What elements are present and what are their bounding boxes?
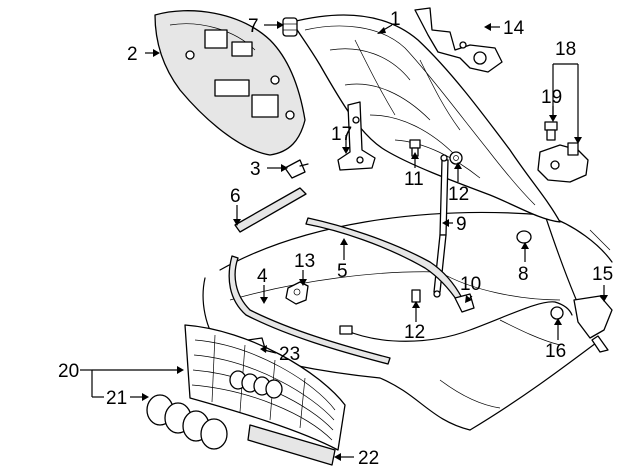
hood-latch [414, 7, 503, 73]
arrowheads [142, 21, 608, 461]
callout-3: 3 [250, 159, 261, 180]
callout-13: 13 [294, 251, 315, 272]
bolt-19 [544, 121, 558, 141]
callout-16: 16 [545, 341, 566, 362]
callout-4: 4 [257, 266, 268, 287]
callout-labels: 1 2 3 4 5 6 7 8 9 10 11 12 12 13 14 15 1… [58, 9, 613, 469]
callout-5: 5 [337, 261, 348, 282]
callout-6: 6 [230, 186, 241, 207]
hood-stop [285, 281, 309, 305]
seal-6 [234, 187, 307, 233]
clip-7 [282, 17, 298, 37]
hood-insulator [154, 10, 306, 156]
callout-12b: 12 [404, 322, 425, 343]
nameplate [247, 424, 336, 466]
push-pin-3 [284, 159, 309, 179]
callout-17: 17 [331, 124, 352, 145]
callout-8: 8 [518, 264, 529, 285]
callout-10: 10 [460, 274, 481, 295]
callout-7: 7 [248, 16, 259, 37]
grommet-12-upper [449, 151, 463, 165]
release-cable [339, 301, 573, 342]
gas-strut [433, 154, 449, 298]
callout-12a: 12 [448, 184, 469, 205]
hood-hinge [337, 101, 376, 171]
callout-15: 15 [592, 264, 613, 285]
callout-11: 11 [404, 169, 424, 190]
callout-14: 14 [503, 18, 525, 39]
callout-20: 20 [58, 361, 79, 382]
callout-21: 21 [106, 388, 127, 409]
latch-assembly [537, 142, 589, 183]
callout-23: 23 [279, 344, 300, 365]
callout-9: 9 [456, 214, 467, 235]
clip-12-lower [411, 289, 421, 303]
emblem-rings [146, 394, 228, 450]
callout-18: 18 [555, 39, 576, 60]
hood [291, 14, 561, 223]
release-handle [573, 295, 613, 353]
callout-2: 2 [127, 44, 138, 65]
callout-1: 1 [390, 9, 401, 30]
seal-4 [228, 255, 391, 365]
grille [184, 324, 346, 451]
callout-22: 22 [358, 448, 379, 469]
plug-8 [516, 230, 532, 244]
callout-19: 19 [541, 87, 562, 108]
